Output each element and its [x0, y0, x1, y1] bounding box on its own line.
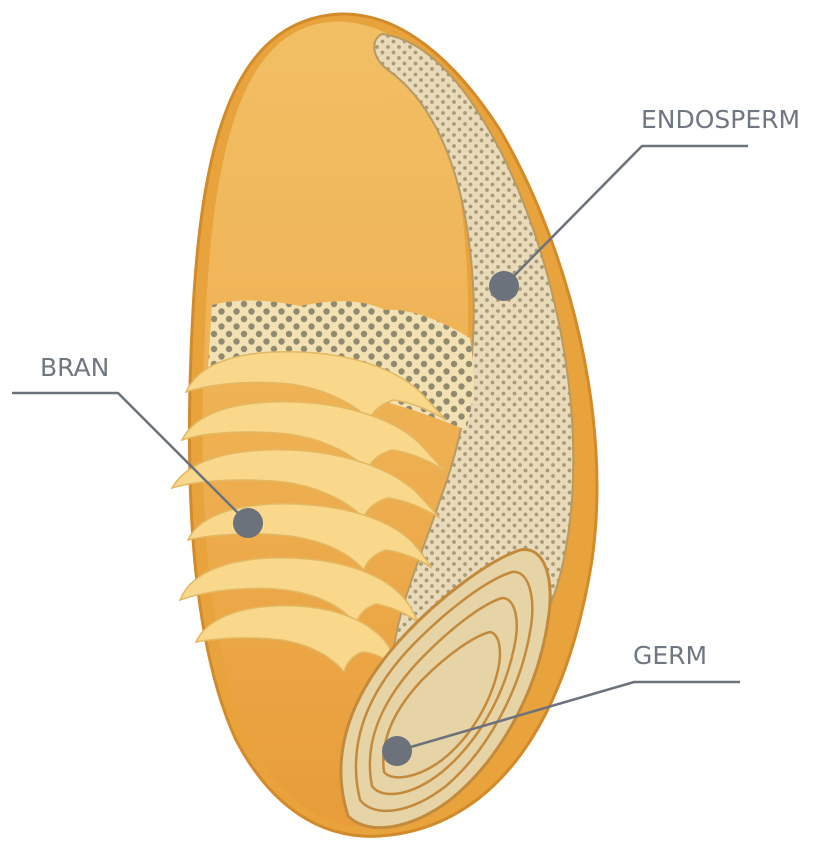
bran-label: BRAN [40, 353, 109, 382]
germ-label: GERM [633, 641, 707, 670]
germ-marker [382, 736, 412, 766]
bran-marker [233, 508, 263, 538]
endosperm-label: ENDOSPERM [641, 105, 800, 134]
endosperm-marker [489, 271, 519, 301]
